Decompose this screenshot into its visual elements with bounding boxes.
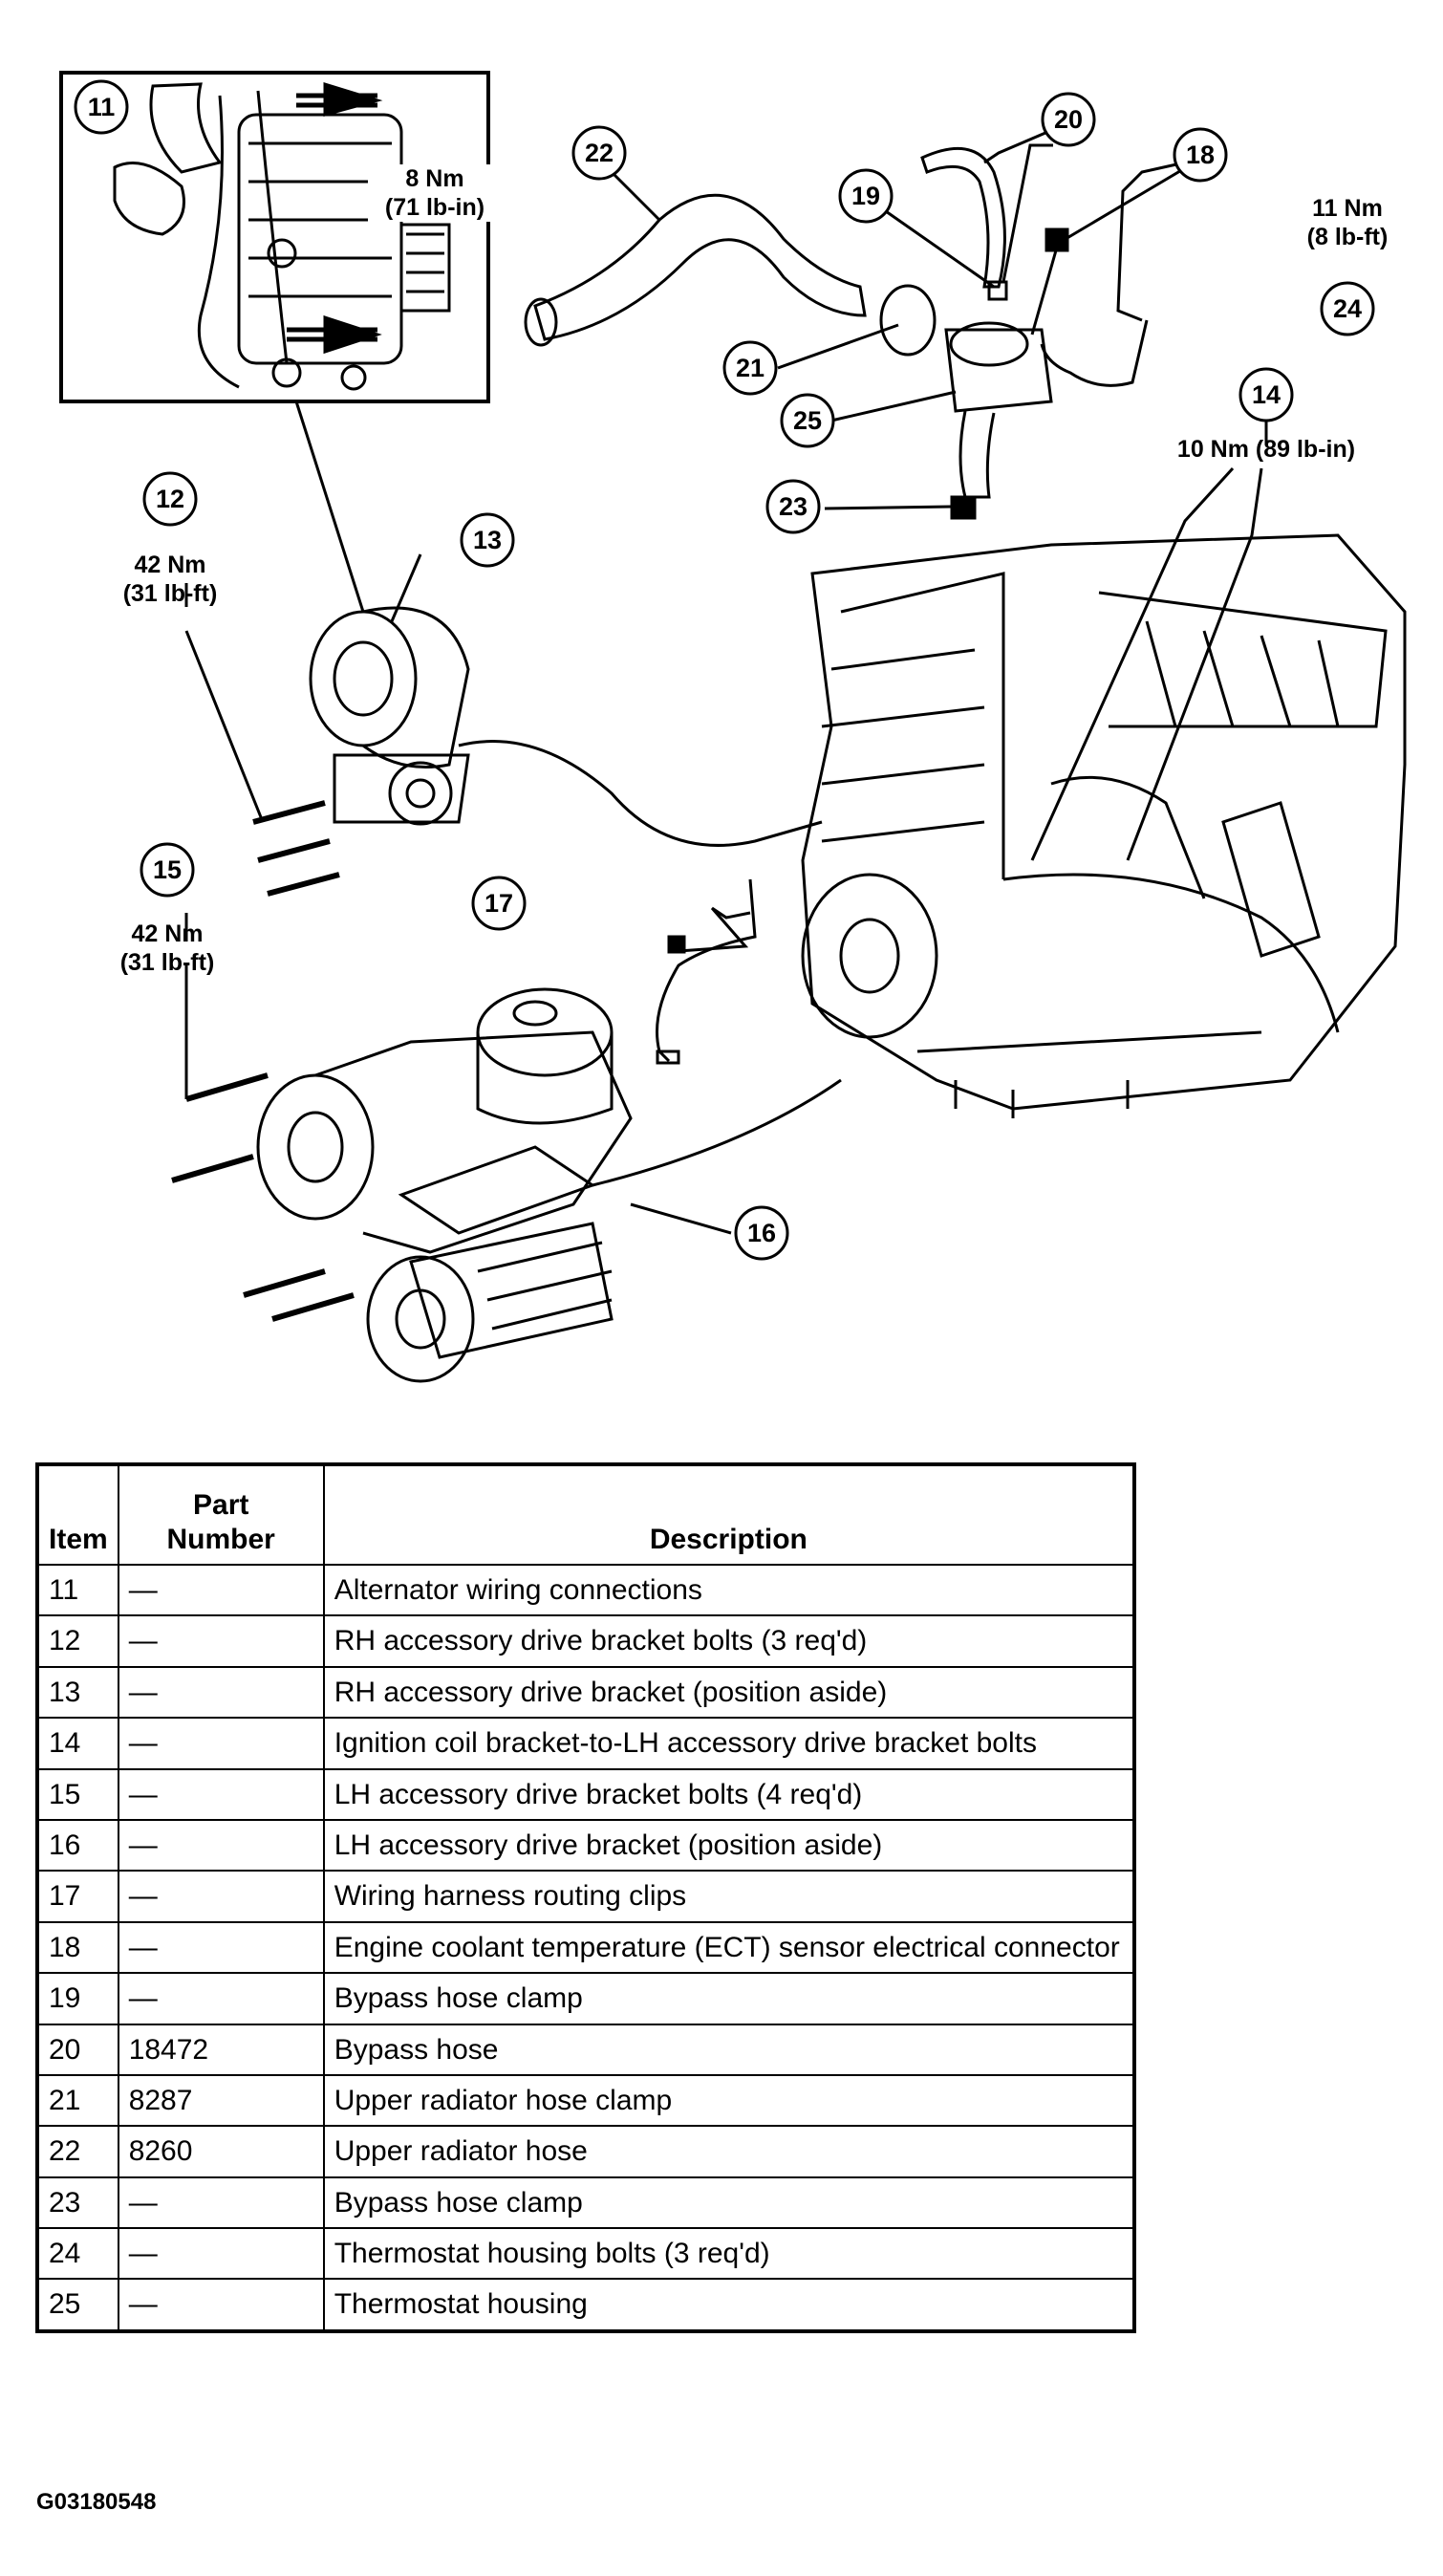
table-row: 14—Ignition coil bracket-to-LH accessory… (36, 1717, 1136, 1770)
cell-part-number: — (117, 1972, 325, 2025)
cell-item: 21 (36, 2073, 119, 2128)
cell-description: Alternator wiring connections (322, 1563, 1136, 1617)
cell-description: Thermostat housing (322, 2278, 1136, 2332)
cell-description: LH accessory drive bracket bolts (4 req'… (322, 1767, 1136, 1821)
table-row: 18—Engine coolant temperature (ECT) sens… (36, 1920, 1136, 1975)
cell-part-number: — (117, 1614, 325, 1668)
thermostat-housing (944, 328, 1053, 413)
cell-item: 25 (36, 2278, 119, 2332)
cell-item: 11 (36, 1563, 119, 1617)
engine-block (801, 533, 1407, 1118)
table-row: 17—Wiring harness routing clips (36, 1870, 1136, 1923)
cell-item: 14 (36, 1717, 119, 1770)
callout-13: 13 (473, 526, 502, 554)
torque-inset-lb: (71 lb-in) (385, 194, 485, 221)
cell-part-number: — (117, 2227, 325, 2281)
callout-17: 17 (485, 889, 513, 918)
cell-item: 18 (36, 1920, 119, 1975)
cell-part-number: 8260 (117, 2125, 325, 2178)
cell-description: LH accessory drive bracket (position asi… (322, 1818, 1136, 1872)
torque-14: 10 Nm (89 lb-in) (1177, 436, 1355, 463)
cell-part-number: — (117, 1563, 325, 1617)
callout-markers (74, 79, 1375, 1261)
torque-24-lb: (8 lb-ft) (1307, 224, 1389, 250)
cell-part-number: — (117, 1818, 325, 1872)
cell-item: 19 (36, 1972, 119, 2025)
callout-21: 21 (736, 354, 765, 382)
cell-item: 24 (36, 2227, 119, 2281)
table-row: 23—Bypass hose clamp (36, 2176, 1136, 2230)
cell-part-number: — (117, 2176, 325, 2230)
callout-24: 24 (1333, 294, 1362, 323)
cell-part-number: — (117, 2278, 325, 2332)
cell-description: Bypass hose (322, 2023, 1136, 2076)
callout-16: 16 (747, 1219, 776, 1247)
upper-radiator-hose (533, 193, 867, 341)
engine-exploded-diagram: 11 12 13 14 15 16 17 18 19 20 21 22 23 2… (59, 71, 1407, 1383)
table-row: 13—RH accessory drive bracket (position … (36, 1665, 1136, 1720)
cell-item: 23 (36, 2176, 119, 2230)
cell-description: Engine coolant temperature (ECT) sensor … (322, 1920, 1136, 1975)
callout-22: 22 (585, 139, 614, 167)
table-row: 11—Alternator wiring connections (36, 1563, 1136, 1617)
header-description: Description (322, 1463, 1136, 1566)
torque-15-nm: 42 Nm (131, 920, 203, 947)
cell-description: Bypass hose clamp (322, 1972, 1136, 2025)
cell-item: 22 (36, 2125, 119, 2178)
cell-part-number: 8287 (117, 2073, 325, 2128)
callout-23: 23 (779, 492, 808, 521)
table-row: 24—Thermostat housing bolts (3 req'd) (36, 2227, 1136, 2281)
torque-12-lb: (31 lb-ft) (123, 580, 218, 607)
callout-18: 18 (1186, 141, 1215, 169)
rh-accessory-bracket-assembly (309, 606, 470, 826)
cell-item: 16 (36, 1818, 119, 1872)
callout-12: 12 (156, 485, 184, 513)
torque-24-nm: 11 Nm (1312, 195, 1383, 222)
cell-item: 13 (36, 1665, 119, 1720)
bypass-hose (920, 146, 1006, 289)
cell-description: RH accessory drive bracket (position asi… (322, 1665, 1136, 1720)
callout-14: 14 (1252, 380, 1281, 409)
cell-item: 15 (36, 1767, 119, 1821)
cell-description: Bypass hose clamp (322, 2176, 1136, 2230)
cell-part-number: — (117, 1665, 325, 1720)
cell-description: RH accessory drive bracket bolts (3 req'… (322, 1614, 1136, 1668)
table-row: 25—Thermostat housing (36, 2278, 1136, 2332)
torque-12-nm: 42 Nm (134, 552, 205, 578)
cell-item: 20 (36, 2023, 119, 2076)
callout-19: 19 (851, 182, 880, 210)
callout-25: 25 (793, 406, 822, 435)
table-row: 16—LH accessory drive bracket (position … (36, 1818, 1136, 1872)
lh-accessory-bracket-assembly (256, 987, 633, 1383)
callout-11: 11 (88, 93, 116, 121)
cell-item: 12 (36, 1614, 119, 1668)
figure-id: G03180548 (36, 2489, 157, 2515)
cell-description: Wiring harness routing clips (322, 1870, 1136, 1923)
table-row: 19—Bypass hose clamp (36, 1972, 1136, 2025)
cell-item: 17 (36, 1870, 119, 1923)
cell-part-number: — (117, 1920, 325, 1975)
table-row: 15—LH accessory drive bracket bolts (4 r… (36, 1767, 1136, 1821)
header-item: Item (36, 1463, 119, 1566)
cell-description: Upper radiator hose clamp (322, 2073, 1136, 2128)
callout-20: 20 (1054, 105, 1083, 134)
alternator-detail-inset (59, 71, 490, 403)
cell-part-number: — (117, 1717, 325, 1770)
table-row: 12—RH accessory drive bracket bolts (3 r… (36, 1614, 1136, 1668)
cell-description: Upper radiator hose (322, 2125, 1136, 2178)
torque-15-lb: (31 lb-ft) (120, 949, 215, 976)
cell-part-number: — (117, 1767, 325, 1821)
cell-description: Ignition coil bracket-to-LH accessory dr… (322, 1717, 1136, 1770)
cell-part-number: — (117, 1870, 325, 1923)
callout-15: 15 (153, 855, 182, 884)
cell-part-number: 18472 (117, 2023, 325, 2076)
torque-inset-nm: 8 Nm (405, 165, 463, 192)
cell-description: Thermostat housing bolts (3 req'd) (322, 2227, 1136, 2281)
